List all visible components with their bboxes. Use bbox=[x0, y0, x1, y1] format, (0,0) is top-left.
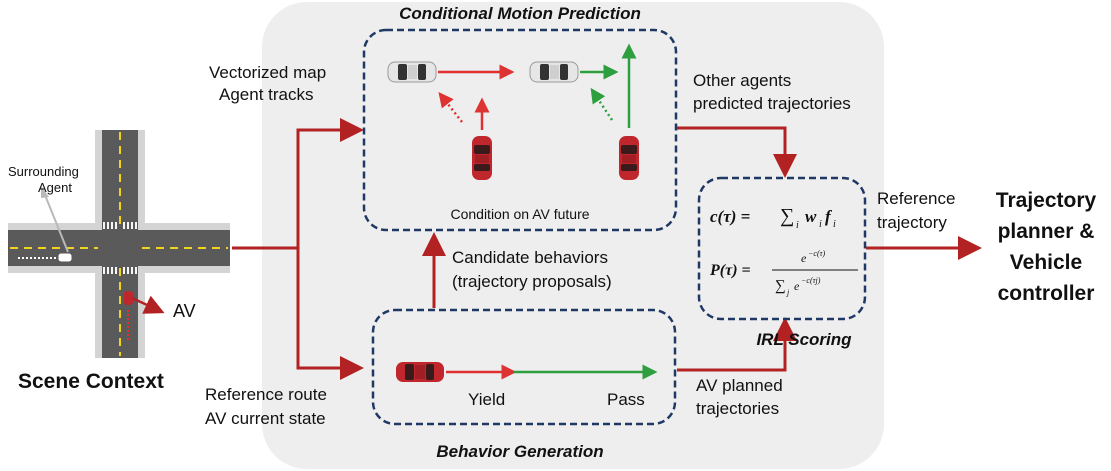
surrounding-agent-label: Surrounding bbox=[8, 164, 79, 179]
svg-text:∑: ∑ bbox=[780, 205, 794, 227]
svg-text:e: e bbox=[801, 251, 807, 265]
svg-text:Vehicle: Vehicle bbox=[1010, 251, 1082, 274]
behavior-title: Behavior Generation bbox=[436, 442, 603, 461]
cmp-condition-label: Condition on AV future bbox=[450, 206, 589, 222]
probability-equation: P(τ) = e −c(τ) ∑ j e −c(τj) bbox=[709, 249, 858, 297]
svg-text:−c(τj): −c(τj) bbox=[801, 276, 821, 285]
svg-text:∑: ∑ bbox=[775, 278, 786, 294]
svg-text:i: i bbox=[833, 219, 836, 230]
behavior-output-label-2: trajectories bbox=[696, 399, 779, 418]
surrounding-agent-pointer-head bbox=[41, 186, 49, 198]
svg-text:i: i bbox=[796, 220, 799, 231]
reference-label-2: trajectory bbox=[877, 213, 947, 232]
cmp-output-label: Other agents bbox=[693, 71, 791, 90]
scene-context-title: Scene Context bbox=[18, 370, 164, 393]
av-pointer bbox=[131, 295, 165, 314]
scene-intersection bbox=[8, 130, 230, 358]
cmp-scene bbox=[387, 43, 639, 180]
candidates-label: Candidate behaviors bbox=[452, 248, 608, 267]
route-input-label: Reference route bbox=[205, 385, 327, 404]
svg-text:i: i bbox=[819, 219, 822, 230]
yield-label: Yield bbox=[468, 390, 505, 409]
cmp-title: Conditional Motion Prediction bbox=[399, 4, 641, 23]
behavior-output-label: AV planned bbox=[696, 376, 783, 395]
state-input-label: AV current state bbox=[205, 409, 326, 428]
behavior-scene bbox=[396, 362, 658, 382]
svg-text:f: f bbox=[825, 207, 833, 226]
surrounding-agent-pointer bbox=[44, 194, 69, 253]
background-panel bbox=[262, 2, 884, 469]
av-label: AV bbox=[173, 301, 196, 321]
svg-text:planner &: planner & bbox=[998, 220, 1095, 243]
candidates-label-2: (trajectory proposals) bbox=[452, 272, 612, 291]
map-input-label: Vectorized map bbox=[209, 63, 326, 82]
cmp-box bbox=[362, 28, 678, 232]
output-block: Trajectory planner & Vehicle controller bbox=[996, 189, 1097, 305]
cost-equation: c(τ) = ∑ i w i f i bbox=[710, 205, 836, 231]
irl-title: IRL Scoring bbox=[756, 330, 852, 349]
svg-text:controller: controller bbox=[998, 282, 1095, 305]
reference-label: Reference bbox=[877, 189, 955, 208]
svg-text:−c(τ): −c(τ) bbox=[808, 249, 825, 258]
cmp-output-label-2: predicted trajectories bbox=[693, 94, 851, 113]
svg-text:c(τ) =: c(τ) = bbox=[710, 207, 750, 226]
surrounding-agent-label-2: Agent bbox=[38, 180, 72, 195]
svg-text:P(τ) =: P(τ) = bbox=[709, 262, 751, 279]
tracks-input-label: Agent tracks bbox=[219, 85, 314, 104]
svg-text:w: w bbox=[805, 207, 817, 226]
routing-arrows bbox=[232, 118, 982, 380]
svg-text:e: e bbox=[794, 279, 800, 293]
svg-text:j: j bbox=[786, 288, 790, 297]
svg-text:Trajectory: Trajectory bbox=[996, 189, 1097, 212]
irl-box bbox=[697, 176, 867, 321]
pass-label: Pass bbox=[607, 390, 645, 409]
